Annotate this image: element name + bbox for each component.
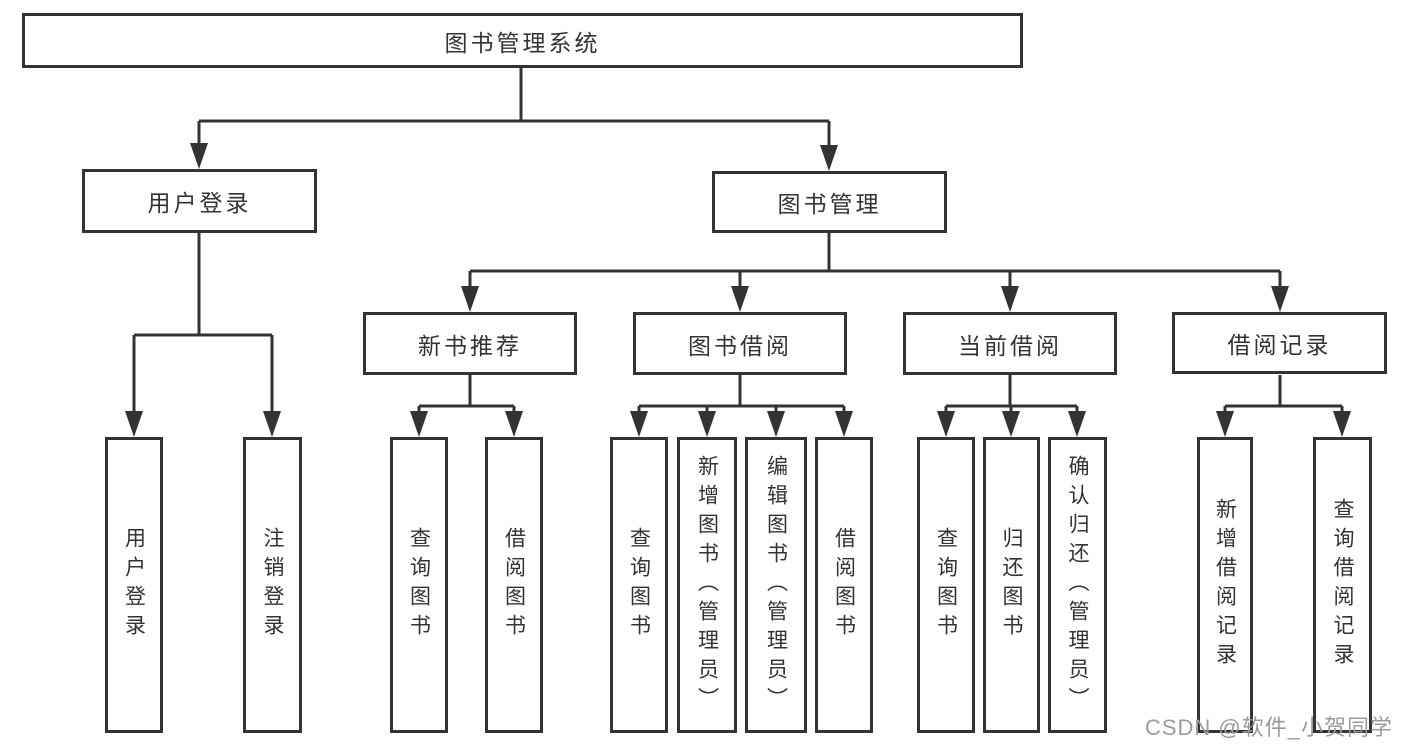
csdn-watermark: CSDN @软件_小贺同学 [1144, 715, 1393, 740]
leaf-user-login: 用户登录 [105, 437, 163, 733]
leaf-confirm-return-admin: 确认归还（管理员） [1048, 437, 1107, 733]
node-root-system: 图书管理系统 [22, 13, 1023, 68]
leaf-borrow-books-recommend: 借阅图书 [485, 437, 543, 733]
leaf-return-books: 归还图书 [983, 437, 1040, 733]
leaf-query-books-current-label: 查询图书 [934, 527, 958, 643]
leaf-borrow-books-borrow-label: 借阅图书 [832, 527, 856, 643]
leaf-query-books-recommend: 查询图书 [390, 437, 448, 733]
node-book-management: 图书管理 [712, 171, 947, 233]
leaf-add-borrow-record-label: 新增借阅记录 [1213, 498, 1237, 672]
leaf-add-borrow-record: 新增借阅记录 [1197, 437, 1253, 733]
leaf-borrow-books-recommend-label: 借阅图书 [502, 527, 526, 643]
leaf-add-book-admin-label: 新增图书（管理员） [695, 454, 719, 716]
leaf-add-book-admin: 新增图书（管理员） [677, 437, 737, 733]
leaf-edit-book-admin-label: 编辑图书（管理员） [764, 454, 788, 716]
leaf-confirm-return-admin-label: 确认归还（管理员） [1066, 454, 1089, 716]
leaf-query-books-borrow-label: 查询图书 [627, 527, 651, 643]
leaf-query-books-borrow: 查询图书 [610, 437, 668, 733]
leaf-logout-label: 注销登录 [261, 527, 284, 643]
leaf-query-books-recommend-label: 查询图书 [407, 527, 431, 643]
leaf-logout: 注销登录 [243, 437, 302, 733]
leaf-return-books-label: 归还图书 [1000, 527, 1023, 643]
node-book-borrow: 图书借阅 [633, 312, 847, 375]
leaf-query-books-current: 查询图书 [917, 437, 975, 733]
leaf-edit-book-admin: 编辑图书（管理员） [745, 437, 807, 733]
node-new-book-recommend: 新书推荐 [363, 312, 577, 375]
leaf-user-login-label: 用户登录 [122, 527, 146, 643]
leaf-borrow-books-borrow: 借阅图书 [815, 437, 873, 733]
leaf-query-borrow-record: 查询借阅记录 [1313, 437, 1372, 733]
leaf-query-borrow-record-label: 查询借阅记录 [1331, 498, 1354, 672]
node-borrow-records: 借阅记录 [1172, 312, 1387, 374]
node-current-borrow: 当前借阅 [903, 312, 1117, 375]
node-user-login: 用户登录 [82, 169, 317, 233]
